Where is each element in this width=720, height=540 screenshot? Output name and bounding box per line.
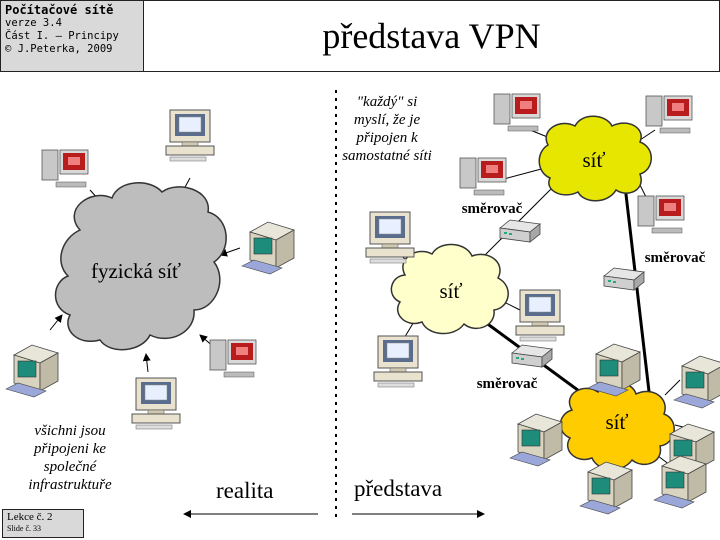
slide-number: Slide č. 33 [7,524,41,533]
left-workstation-top-left-icon [41,149,89,188]
router-right-icon [603,267,645,291]
network-label-top: síť [583,148,606,172]
course-version: verze 3.4 [5,17,62,29]
idea-caption: představa [354,476,443,501]
router-bottom-icon [511,344,553,368]
physical-network-cloud [54,182,227,351]
router-label-bottom: směrovač [477,376,538,392]
right-workstation-y2-icon [645,95,693,134]
course-author: © J.Peterka, 2009 [5,43,113,55]
right-workstation-g2-icon [673,355,720,409]
right-note: "každý" si myslí, že je připojen k samos… [342,94,432,164]
left-workstation-right-icon [241,221,295,275]
course-info-box: Počítačové sítě verze 3.4 Část I. – Prin… [0,0,144,72]
course-name: Počítačové sítě [5,3,114,17]
router-label-top-left: směrovač [462,201,523,217]
right-workstation-g3-icon [509,413,563,467]
router-top-left-icon [499,219,541,243]
slide-info-box: Lekce č. 2 Slide č. 33 [2,509,84,538]
right-workstation-y4-icon [637,195,685,234]
right-workstation-g6-icon [653,455,707,509]
isolated-network-cloud-top [538,115,652,202]
right-workstation-p3-icon [373,335,423,388]
right-workstation-p1-icon [365,211,415,264]
physical-network-label: fyzická síť [91,259,181,283]
right-workstation-g5-icon [579,461,633,515]
router-label-right: směrovač [645,250,706,266]
left-note: všichni jsou připojeni ke společné infra… [28,423,112,493]
slide-title: představa VPN [144,0,720,72]
left-connection-arrows [49,177,241,373]
isolated-network-cloud-middle [390,243,509,335]
network-label-bottom: síť [606,410,629,434]
lesson-number: Lekce č. 2 [7,511,53,523]
left-workstation-bottom-icon [131,377,181,430]
left-workstation-bottom-left-icon [5,344,59,398]
reality-caption: realita [216,478,274,503]
course-part: Část I. – Principy [5,30,119,42]
left-workstation-bottom-right-icon [209,339,257,378]
network-label-middle: síť [440,279,463,303]
left-workstation-top-icon [165,109,215,162]
right-workstation-p2-icon [515,289,565,342]
right-workstation-y1-icon [493,93,541,132]
right-workstation-y3-icon [459,157,507,196]
